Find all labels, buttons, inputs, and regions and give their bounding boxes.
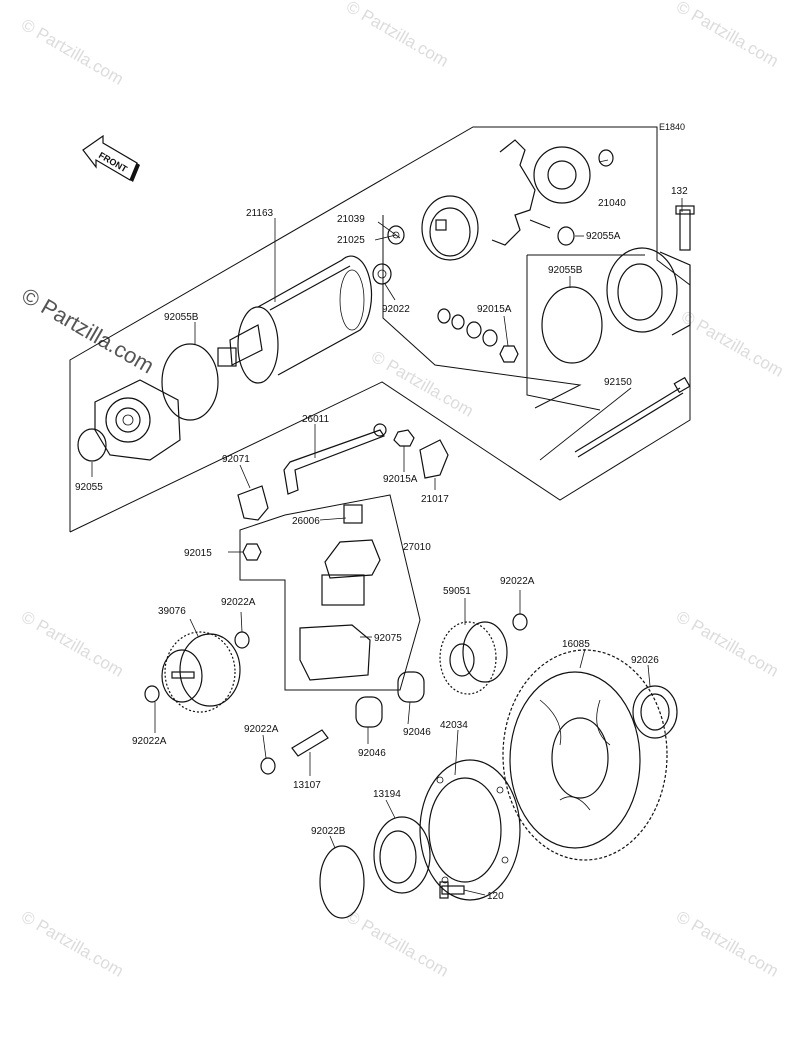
part-label: 132 [671, 186, 688, 197]
starter-lead-26011 [283, 423, 387, 495]
watermark-text: © Partzilla.com [673, 607, 782, 681]
part-label: 42034 [440, 720, 468, 731]
assembly-outline [69, 126, 691, 533]
starter-motor-housing [217, 255, 373, 384]
part-label: 21163 [246, 208, 274, 219]
rear-cover-outline [526, 255, 601, 411]
part-label: 13107 [293, 780, 321, 791]
part-label: 27010 [403, 542, 431, 553]
o-ring-92055b-left [161, 343, 219, 421]
watermark-text-dark: © Partzilla.com [18, 283, 159, 379]
watermark-text: © Partzilla.com [18, 907, 127, 981]
part-label: 92055B [164, 312, 199, 323]
cover-92071 [237, 485, 269, 521]
diagram-code: E1840 [659, 122, 685, 132]
part-label: 92075 [374, 633, 402, 644]
part-label: 21040 [598, 198, 626, 209]
watermark-text: © Partzilla.com [673, 0, 782, 71]
rear-cover [541, 205, 695, 364]
needle-bearing-92046-right [397, 671, 425, 703]
brush-holder [421, 195, 479, 261]
part-label: 92026 [631, 655, 659, 666]
needle-bearing-92046-left [355, 696, 383, 728]
washer-21025 [387, 225, 405, 245]
gear-39076 [161, 631, 241, 713]
washer-92022b [319, 845, 365, 919]
starter-relay [299, 504, 381, 681]
watermark-text: © Partzilla.com [673, 907, 782, 981]
part-label: 21039 [337, 214, 365, 225]
part-label: 26006 [292, 516, 320, 527]
part-label: 92055A [586, 231, 621, 242]
leader-lines [91, 159, 683, 896]
part-label: 92071 [222, 454, 250, 465]
watermark-text: © Partzilla.com [343, 907, 452, 981]
part-labels: 21163 21039 21025 21040 92055A 132 92055… [75, 186, 688, 902]
part-label: 92022B [311, 826, 346, 837]
part-label: 92022 [382, 304, 410, 315]
washer-92022a-upper [234, 631, 250, 649]
part-label: 59051 [443, 586, 471, 597]
front-cover [94, 379, 181, 461]
washer-92022a-right [512, 613, 528, 631]
part-label: 92055B [548, 265, 583, 276]
part-label: 16085 [562, 639, 590, 650]
washer-92022a-bottom [260, 757, 276, 775]
nut-92015a [393, 429, 415, 447]
part-label: 92015A [477, 304, 512, 315]
part-label: 92022A [500, 576, 535, 587]
watermark-text: © Partzilla.com [18, 607, 127, 681]
one-way-clutch-13194 [373, 816, 431, 894]
part-label: 26011 [302, 414, 330, 425]
bolt-120 [441, 885, 465, 895]
part-label: 120 [487, 891, 504, 902]
part-label: 39076 [158, 606, 186, 617]
part-label: 92150 [604, 377, 632, 388]
watermarks: © Partzilla.com © Partzilla.com © Partzi… [18, 0, 787, 981]
part-label: 92015A [383, 474, 418, 485]
part-label: 92022A [132, 736, 167, 747]
o-ring-92055a [557, 226, 575, 246]
part-label: 92046 [403, 727, 431, 738]
part-label: 21025 [337, 235, 365, 246]
part-label: 92022A [244, 724, 279, 735]
bearing-92026 [632, 685, 678, 739]
washer-set-92015a [437, 308, 519, 363]
clutch-housing-42034 [419, 759, 521, 901]
starter-clutch-gear-16085 [502, 649, 668, 861]
watermark-text: © Partzilla.com [343, 0, 452, 71]
shaft-13107 [291, 729, 329, 757]
part-label: 92046 [358, 748, 386, 759]
part-label: 21017 [421, 494, 449, 505]
part-label: 92015 [184, 548, 212, 559]
screw-132 [679, 209, 691, 251]
starter-relay-outline [239, 494, 421, 691]
watermark-text: © Partzilla.com [678, 307, 787, 381]
part-label: 92055 [75, 482, 103, 493]
o-ring-92055b-right [541, 286, 603, 364]
part-label: 92022A [221, 597, 256, 608]
nut-92015 [242, 543, 262, 561]
front-arrow-icon: FRONT [82, 134, 140, 182]
through-bolt-92150 [574, 376, 691, 458]
gear-59051 [439, 621, 508, 695]
brush-assembly [491, 139, 614, 246]
terminal-cap-21017 [419, 439, 449, 479]
o-ring-92055 [77, 428, 107, 462]
watermark-text: © Partzilla.com [18, 15, 127, 89]
part-label: 13194 [373, 789, 401, 800]
washer-92022 [372, 263, 392, 285]
bearing-21040 [598, 149, 614, 167]
washer-92022a-left [144, 685, 160, 703]
